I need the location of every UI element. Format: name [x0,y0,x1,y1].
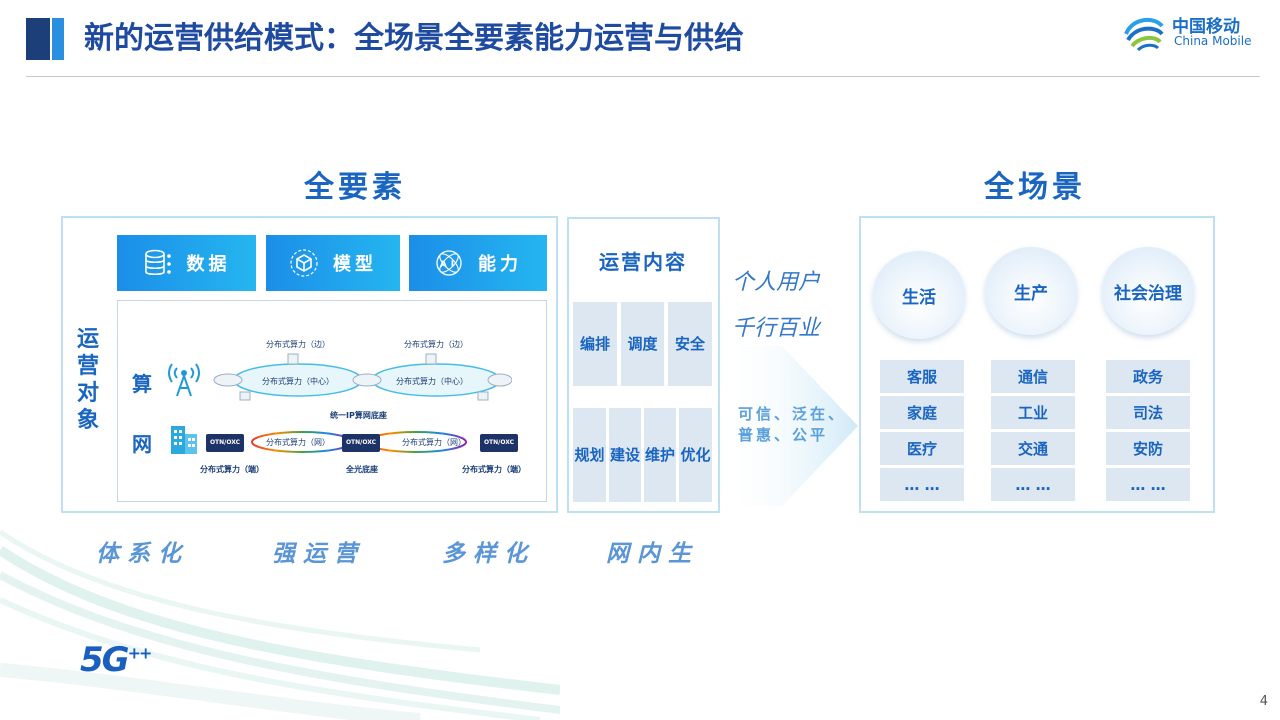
5g-plus-logo: 5G++ [80,640,153,680]
trust-line-1: 可信、泛在、 [738,405,847,423]
side-label-char: 营 [76,354,99,379]
row-label-compute: 算 [132,372,152,396]
op-cell-scheduling: 调度 [621,302,664,386]
scenario-item: … … [991,468,1075,501]
otn-node-1: OTN/OXC [206,434,244,452]
cube-icon [290,249,318,277]
label-center-compute-2: 分布式算力（中心） [396,377,468,386]
5g-badge-sup: ++ [127,643,153,663]
label-end-compute-1: 分布式算力（端） [200,465,264,474]
label-end-compute-2: 分布式算力（端） [462,465,526,474]
label-edge-compute-1: 分布式算力（边） [266,340,330,349]
database-icon [144,249,171,276]
scenario-item: 工业 [991,396,1075,429]
row-label-network: 网 [132,432,152,456]
scenario-item: … … [880,468,964,501]
ai-chip-icon: AI [436,250,462,276]
scenario-item: … … [1106,468,1190,501]
op-cell-optimization: 优化 [679,408,712,502]
logo-text-en: China Mobile [1174,34,1252,48]
scenario-item: 政务 [1106,360,1190,393]
operation-title: 运营内容 [599,250,687,274]
scenario-item: 安防 [1106,432,1190,465]
trust-values: 可信、泛在、 普惠、公平 [738,404,846,446]
side-label-char: 运 [76,327,99,352]
decorative-waves [0,529,560,720]
svg-text:AI: AI [440,260,458,270]
label-ip-base: 统一IP算网底座 [330,411,387,420]
label-network-compute-1: 分布式算力（网） [266,438,330,447]
header-accent-dark [26,18,50,60]
label-optical-base: 全光底座 [346,465,378,474]
target-individual-users: 个人用户 [732,270,821,295]
side-label-char: 象 [76,408,99,433]
page-number: 4 [1259,694,1268,709]
trust-line-2: 普惠、公平 [738,426,829,444]
logo-text-cn: 中国移动 [1172,17,1240,37]
flow-arrow-graphic [722,346,858,506]
op-cell-construction: 建设 [609,408,641,502]
tagline-network-native: 网内生 [606,541,699,567]
tab-model: 模型 [266,235,400,291]
scenario-item: 客服 [880,360,964,393]
tab-capability: AI 能力 [409,235,547,291]
section-title-scenarios: 全场景 [984,170,1086,205]
label-center-compute-1: 分布式算力（中心） [262,377,334,386]
target-industries: 千行百业 [732,316,821,341]
op-cell-security: 安全 [668,302,712,386]
building-icon [171,426,197,454]
5g-badge-text: 5G [80,640,130,680]
tagline-diversified: 多样化 [442,541,535,567]
scenario-item: 家庭 [880,396,964,429]
scenario-item: 通信 [991,360,1075,393]
op-cell-planning: 规划 [573,408,606,502]
label-edge-compute-2: 分布式算力（边） [404,340,468,349]
side-label-operation-targets: 运 营 对 象 [70,326,106,434]
scenario-item: 交通 [991,432,1075,465]
otn-node-2: OTN/OXC [342,434,380,452]
section-title-elements: 全要素 [304,170,406,205]
otn-node-3: OTN/OXC [480,434,518,452]
compute-layer-graphic [213,353,512,401]
tab-data-label: 数据 [186,254,231,275]
china-mobile-logo-icon [1124,17,1164,52]
label-network-compute-2: 分布式算力（网） [402,438,466,447]
page-title: 新的运营供给模式：全场景全要素能力运营与供给 [84,21,744,56]
tab-data: 数据 [117,235,256,291]
scenario-life-circle: 生活 [873,251,965,339]
scenario-production-circle: 生产 [985,247,1077,335]
tab-model-label: 模型 [333,254,377,275]
header-divider [26,76,1260,77]
scenario-item: 医疗 [880,432,964,465]
header-accent-light [52,18,64,60]
op-cell-maintenance: 维护 [644,408,676,502]
tagline-strong-operation: 强运营 [272,541,365,567]
compute-network-diagram [117,300,547,502]
op-cell-orchestration: 编排 [573,302,617,386]
scenario-item: 司法 [1106,396,1190,429]
side-label-char: 对 [76,381,99,406]
scenario-governance-circle: 社会治理 [1102,247,1194,335]
tagline-systematic: 体系化 [96,541,189,567]
tab-capability-label: 能力 [478,254,522,275]
antenna-icon [168,363,200,397]
